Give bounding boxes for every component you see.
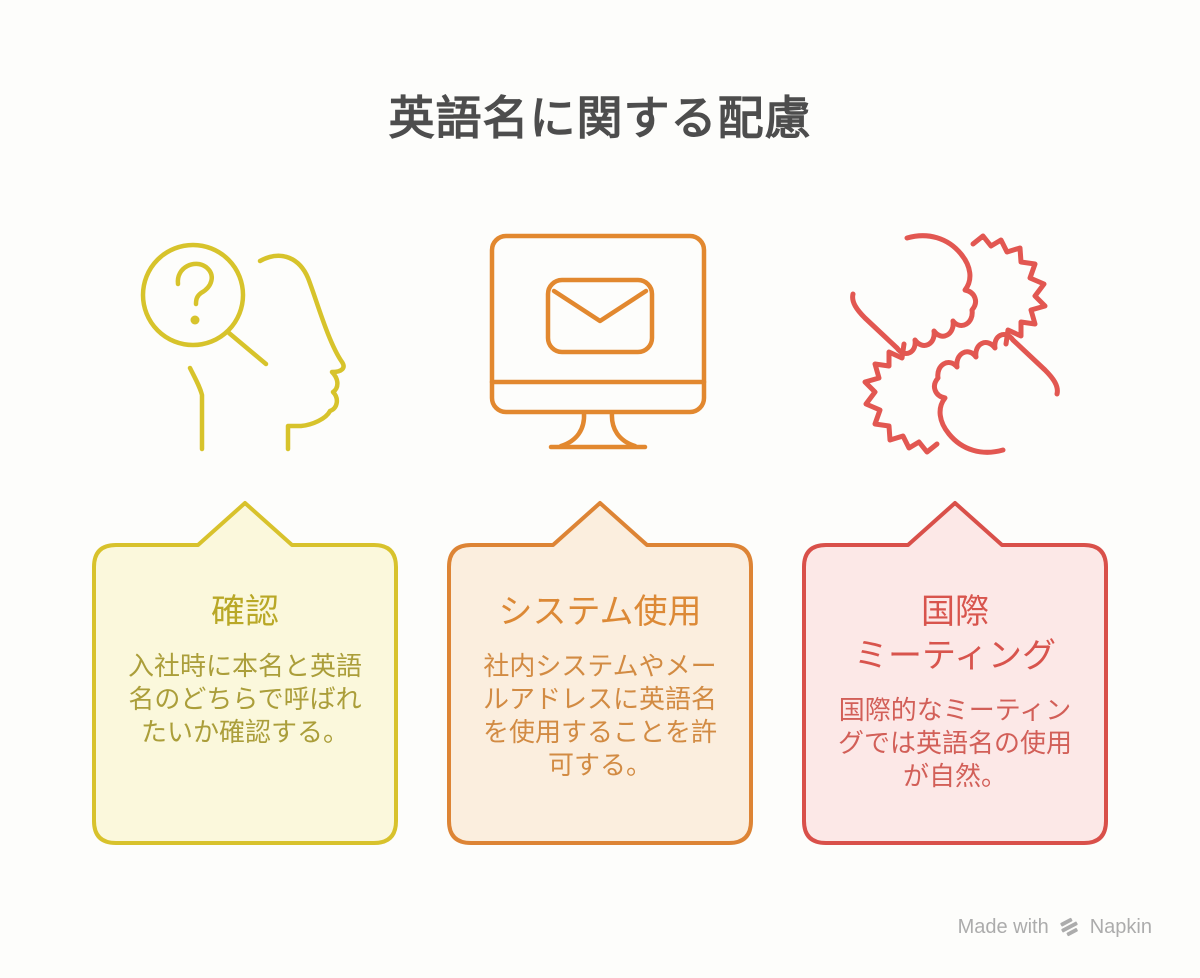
head-profile-outline — [257, 253, 346, 452]
head-icon-strokes — [140, 242, 346, 452]
card-body: 社内システムやメールアドレスに英語名を使用することを許可する。 — [482, 651, 717, 780]
magnifier-circle — [140, 242, 246, 348]
card-international-meeting: 国際 ミーティング 国際的なミーティングでは英語名の使用が自然。 — [802, 500, 1108, 845]
card-title: 確認 — [211, 593, 279, 631]
fist-top-left — [853, 236, 976, 354]
stand-left-curve — [558, 410, 587, 449]
card-content: 国際 ミーティング 国際的なミーティングでは英語名の使用が自然。 — [826, 590, 1084, 793]
napkin-attribution: Made with Napkin — [958, 913, 1152, 941]
question-mark-hook — [175, 261, 214, 307]
card-bubble-shape — [447, 501, 753, 845]
card-title: 国際 ミーティング — [854, 593, 1056, 675]
card-bubble — [447, 501, 753, 845]
question-mark-dot — [190, 315, 200, 325]
brand-name: Napkin — [1089, 915, 1152, 938]
monitor-frame — [489, 233, 707, 415]
hands-teamwork-icon — [843, 230, 1067, 458]
neck-back-line — [187, 365, 205, 452]
card-bubble — [802, 501, 1108, 845]
hands-icon-strokes — [853, 236, 1058, 453]
card-bubble — [92, 501, 398, 845]
card-body: 入社時に本名と英語名のどちらで呼ばれたいか確認する。 — [127, 651, 362, 747]
napkin-logo-icon — [1060, 917, 1078, 937]
napkin-logo-stripes — [1060, 917, 1078, 937]
head-question-magnifier-icon — [140, 242, 346, 452]
card-body: 国際的なミーティングでは英語名の使用が自然。 — [837, 695, 1072, 791]
stand-right-curve — [609, 410, 638, 449]
made-with-label: Made with — [957, 915, 1049, 938]
page-title: 英語名に関する配慮 — [388, 92, 812, 144]
card-confirmation: 確認 入社時に本名と英語名のどちらで呼ばれたいか確認する。 — [92, 500, 398, 845]
card-title: システム使用 — [498, 593, 702, 631]
envelope-flap — [551, 288, 649, 324]
envelope-body — [545, 277, 655, 355]
jagged-shape-top-right — [973, 236, 1045, 344]
card-system-use: システム使用 社内システムやメールアドレスに英語名を使用することを許可する。 — [447, 500, 753, 845]
card-content: システム使用 社内システムやメールアドレスに英語名を使用することを許可する。 — [471, 590, 729, 782]
jagged-shape-bottom-left — [865, 344, 937, 452]
card-content: 確認 入社時に本名と英語名のどちらで呼ばれたいか確認する。 — [116, 590, 374, 749]
fist-bottom-right — [934, 335, 1057, 453]
monitor-icon-strokes — [489, 233, 707, 450]
card-bubble-shape — [802, 501, 1108, 845]
monitor-email-icon — [489, 233, 707, 450]
magnifier-handle — [226, 330, 269, 367]
card-bubble-shape — [92, 501, 398, 845]
